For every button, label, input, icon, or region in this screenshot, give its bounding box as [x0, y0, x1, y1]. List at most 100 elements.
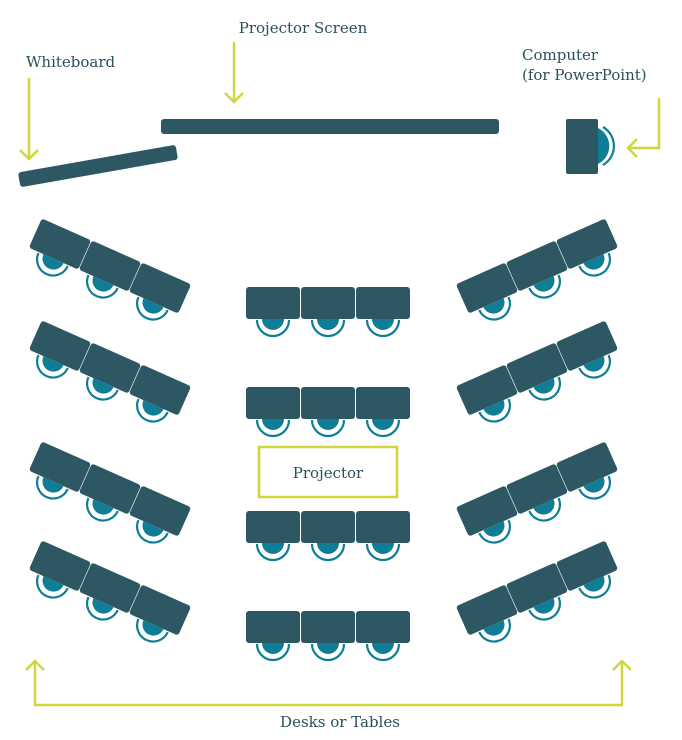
whiteboard	[18, 145, 178, 187]
left-desk-row1-2	[79, 241, 141, 299]
right-desk-row4-3	[456, 585, 518, 643]
chair	[317, 543, 339, 554]
computer-sublabel: (for PowerPoint)	[522, 66, 647, 84]
chair	[372, 319, 394, 330]
chair	[372, 419, 394, 430]
desk	[556, 321, 618, 371]
center-desk-row4-3	[356, 611, 410, 662]
chair-arc	[310, 643, 346, 662]
chair-arc	[255, 543, 291, 562]
right-desk-row1-2	[506, 241, 568, 299]
chair-arc	[85, 376, 119, 401]
right-desk-row3-3	[456, 486, 518, 544]
desk	[506, 343, 568, 393]
chair	[262, 419, 284, 430]
right-desk-row1-1	[556, 219, 618, 277]
projector-screen	[161, 119, 499, 134]
chair-arc	[528, 274, 562, 299]
chair-arc	[578, 252, 612, 277]
chair-arc	[255, 319, 291, 338]
chair-arc	[365, 319, 401, 338]
desks-group	[29, 219, 618, 662]
chair	[583, 254, 605, 270]
center-desk-row2-3	[356, 387, 410, 438]
left-desk-row4-2	[79, 563, 141, 621]
center-desk-row4-2	[301, 611, 355, 662]
chair-arc	[85, 596, 119, 621]
right-desk-row3-1	[556, 442, 618, 500]
chair	[262, 643, 284, 654]
chair-arc	[578, 574, 612, 599]
chair	[372, 643, 394, 654]
chair	[483, 521, 505, 537]
desks-bracket-arrow	[25, 659, 632, 707]
chair-arc	[135, 398, 169, 423]
chair	[317, 319, 339, 330]
chair	[92, 276, 114, 292]
chair-arc	[365, 543, 401, 562]
chair-arc	[35, 354, 69, 379]
desk	[29, 442, 91, 492]
chair	[92, 378, 114, 394]
chair	[583, 477, 605, 493]
chair	[483, 620, 505, 636]
left-desk-row2-2	[79, 343, 141, 401]
desk	[79, 241, 141, 291]
left-desk-row1-3	[129, 263, 191, 321]
chair-arc	[310, 543, 346, 562]
desk	[301, 387, 355, 419]
computer-station	[566, 119, 616, 174]
desk	[556, 219, 618, 269]
left-desk-row1-1	[29, 219, 91, 277]
chair	[262, 543, 284, 554]
right-desk-row2-2	[506, 343, 568, 401]
chair	[42, 356, 64, 372]
left-desk-row3-3	[129, 486, 191, 544]
chair	[42, 477, 64, 493]
desk	[456, 486, 518, 536]
chair	[142, 620, 164, 636]
desk	[301, 611, 355, 643]
desk	[129, 263, 191, 313]
chair-arc	[85, 274, 119, 299]
chair-arc	[578, 475, 612, 500]
computer-arrow	[626, 98, 661, 158]
chair	[372, 543, 394, 554]
desk	[79, 563, 141, 613]
projector-screen-arrow	[224, 42, 244, 104]
chair-arc	[478, 519, 512, 544]
projector-screen-label: Projector Screen	[239, 19, 368, 37]
chair	[92, 499, 114, 515]
desk	[79, 343, 141, 393]
desk	[556, 541, 618, 591]
projector-label: Projector	[293, 464, 364, 482]
desk	[79, 464, 141, 514]
desk	[506, 464, 568, 514]
center-desk-row3-2	[301, 511, 355, 562]
chair	[533, 499, 555, 515]
computer-label: Computer	[522, 46, 599, 64]
desk	[356, 387, 410, 419]
chair-arc	[255, 643, 291, 662]
desk	[246, 287, 300, 319]
center-desk-row1-3	[356, 287, 410, 338]
chair-arc	[365, 643, 401, 662]
projector: Projector	[257, 445, 399, 499]
left-desk-row4-1	[29, 541, 91, 599]
chair	[92, 598, 114, 614]
center-desk-row2-1	[246, 387, 300, 438]
right-desk-row3-2	[506, 464, 568, 522]
desk	[456, 585, 518, 635]
center-desk-row4-1	[246, 611, 300, 662]
whiteboard-arrow	[19, 78, 39, 161]
chair-arc	[478, 398, 512, 423]
left-desk-row2-1	[29, 321, 91, 379]
computer-desk	[566, 119, 598, 174]
computer-chair	[598, 128, 610, 164]
chair-arc	[478, 618, 512, 643]
left-desk-row3-1	[29, 442, 91, 500]
chair-arc	[135, 519, 169, 544]
chair	[142, 400, 164, 416]
chair-arc	[528, 497, 562, 522]
